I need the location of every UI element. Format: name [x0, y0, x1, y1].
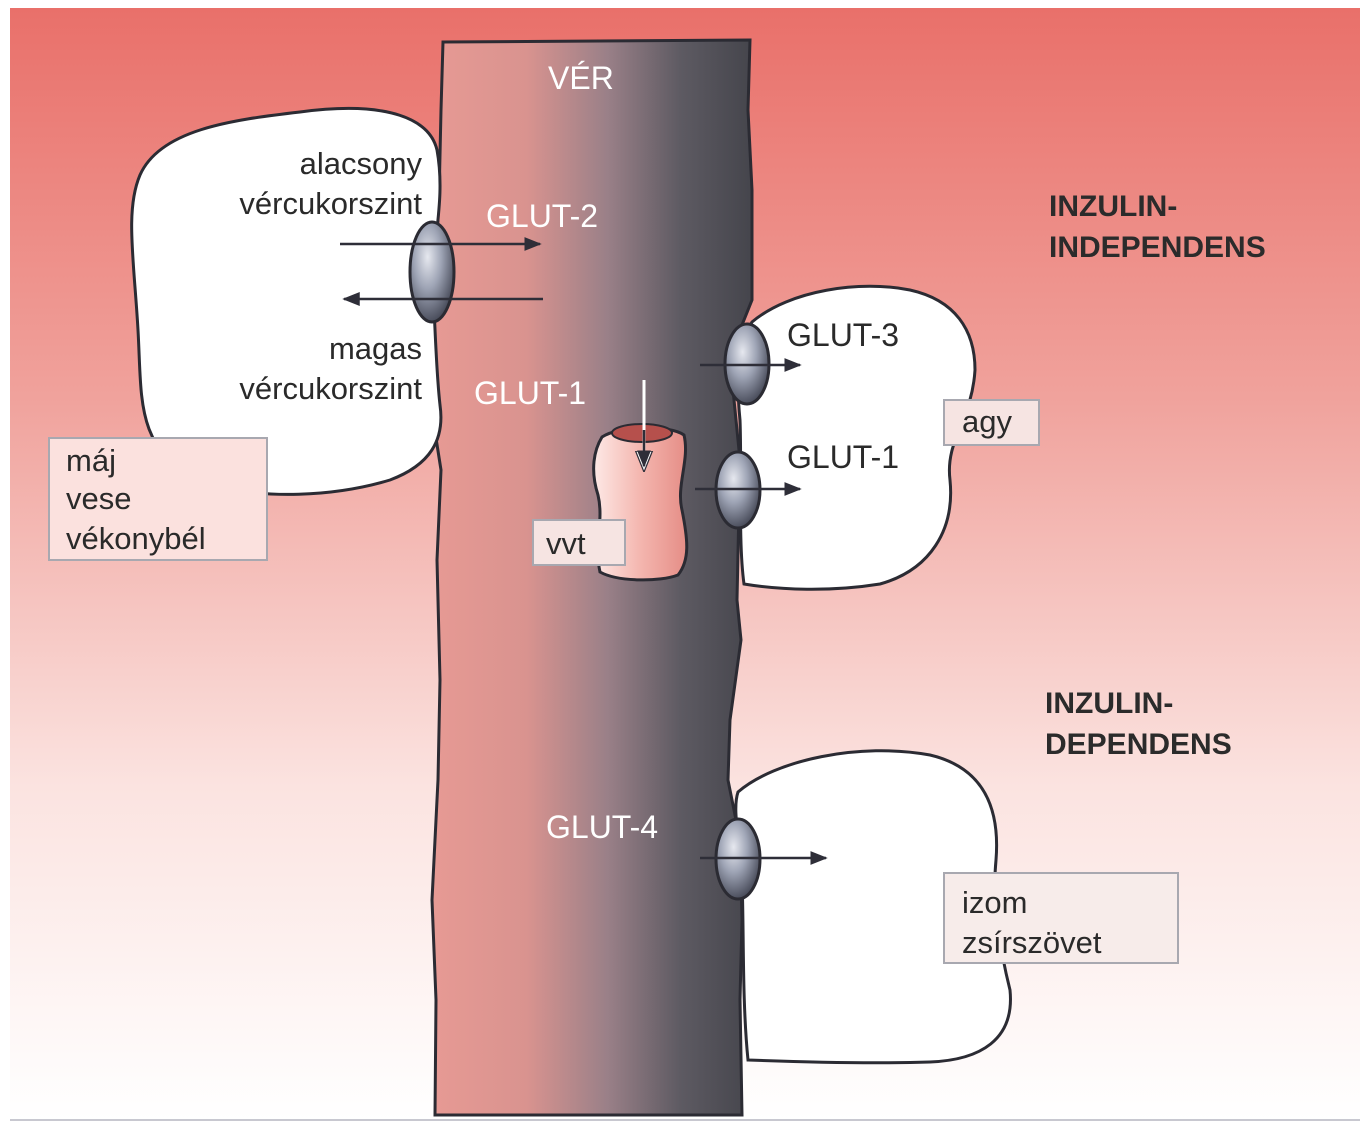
organ-small-intestine: vékonybél: [66, 521, 206, 556]
glut4-label: GLUT-4: [546, 809, 658, 845]
glut1-rbc-label: GLUT-1: [474, 375, 586, 411]
glut2-label: GLUT-2: [486, 198, 598, 234]
insulin-independent-line2: INDEPENDENS: [1049, 231, 1266, 264]
glut1-brain-label: GLUT-1: [787, 439, 899, 475]
low-glucose-line1: alacsony: [300, 146, 423, 181]
organ-kidney: vese: [66, 481, 131, 516]
glut2-transporter: [410, 222, 454, 322]
insulin-independent-line1: INZULIN-: [1049, 190, 1177, 223]
insulin-dependent-line1: INZULIN-: [1045, 687, 1173, 720]
blood-label: VÉR: [548, 60, 614, 96]
high-glucose-line1: magas: [329, 331, 422, 366]
glut3-label: GLUT-3: [787, 317, 899, 353]
organ-muscle: izom: [962, 885, 1027, 920]
brain-label: agy: [962, 404, 1012, 439]
organ-adipose: zsírszövet: [962, 925, 1102, 960]
low-glucose-line2: vércukorszint: [239, 186, 422, 221]
rbc-label: vvt: [546, 526, 586, 561]
organ-liver: máj: [66, 443, 116, 478]
high-glucose-line2: vércukorszint: [239, 371, 422, 406]
insulin-dependent-line2: DEPENDENS: [1045, 728, 1232, 761]
